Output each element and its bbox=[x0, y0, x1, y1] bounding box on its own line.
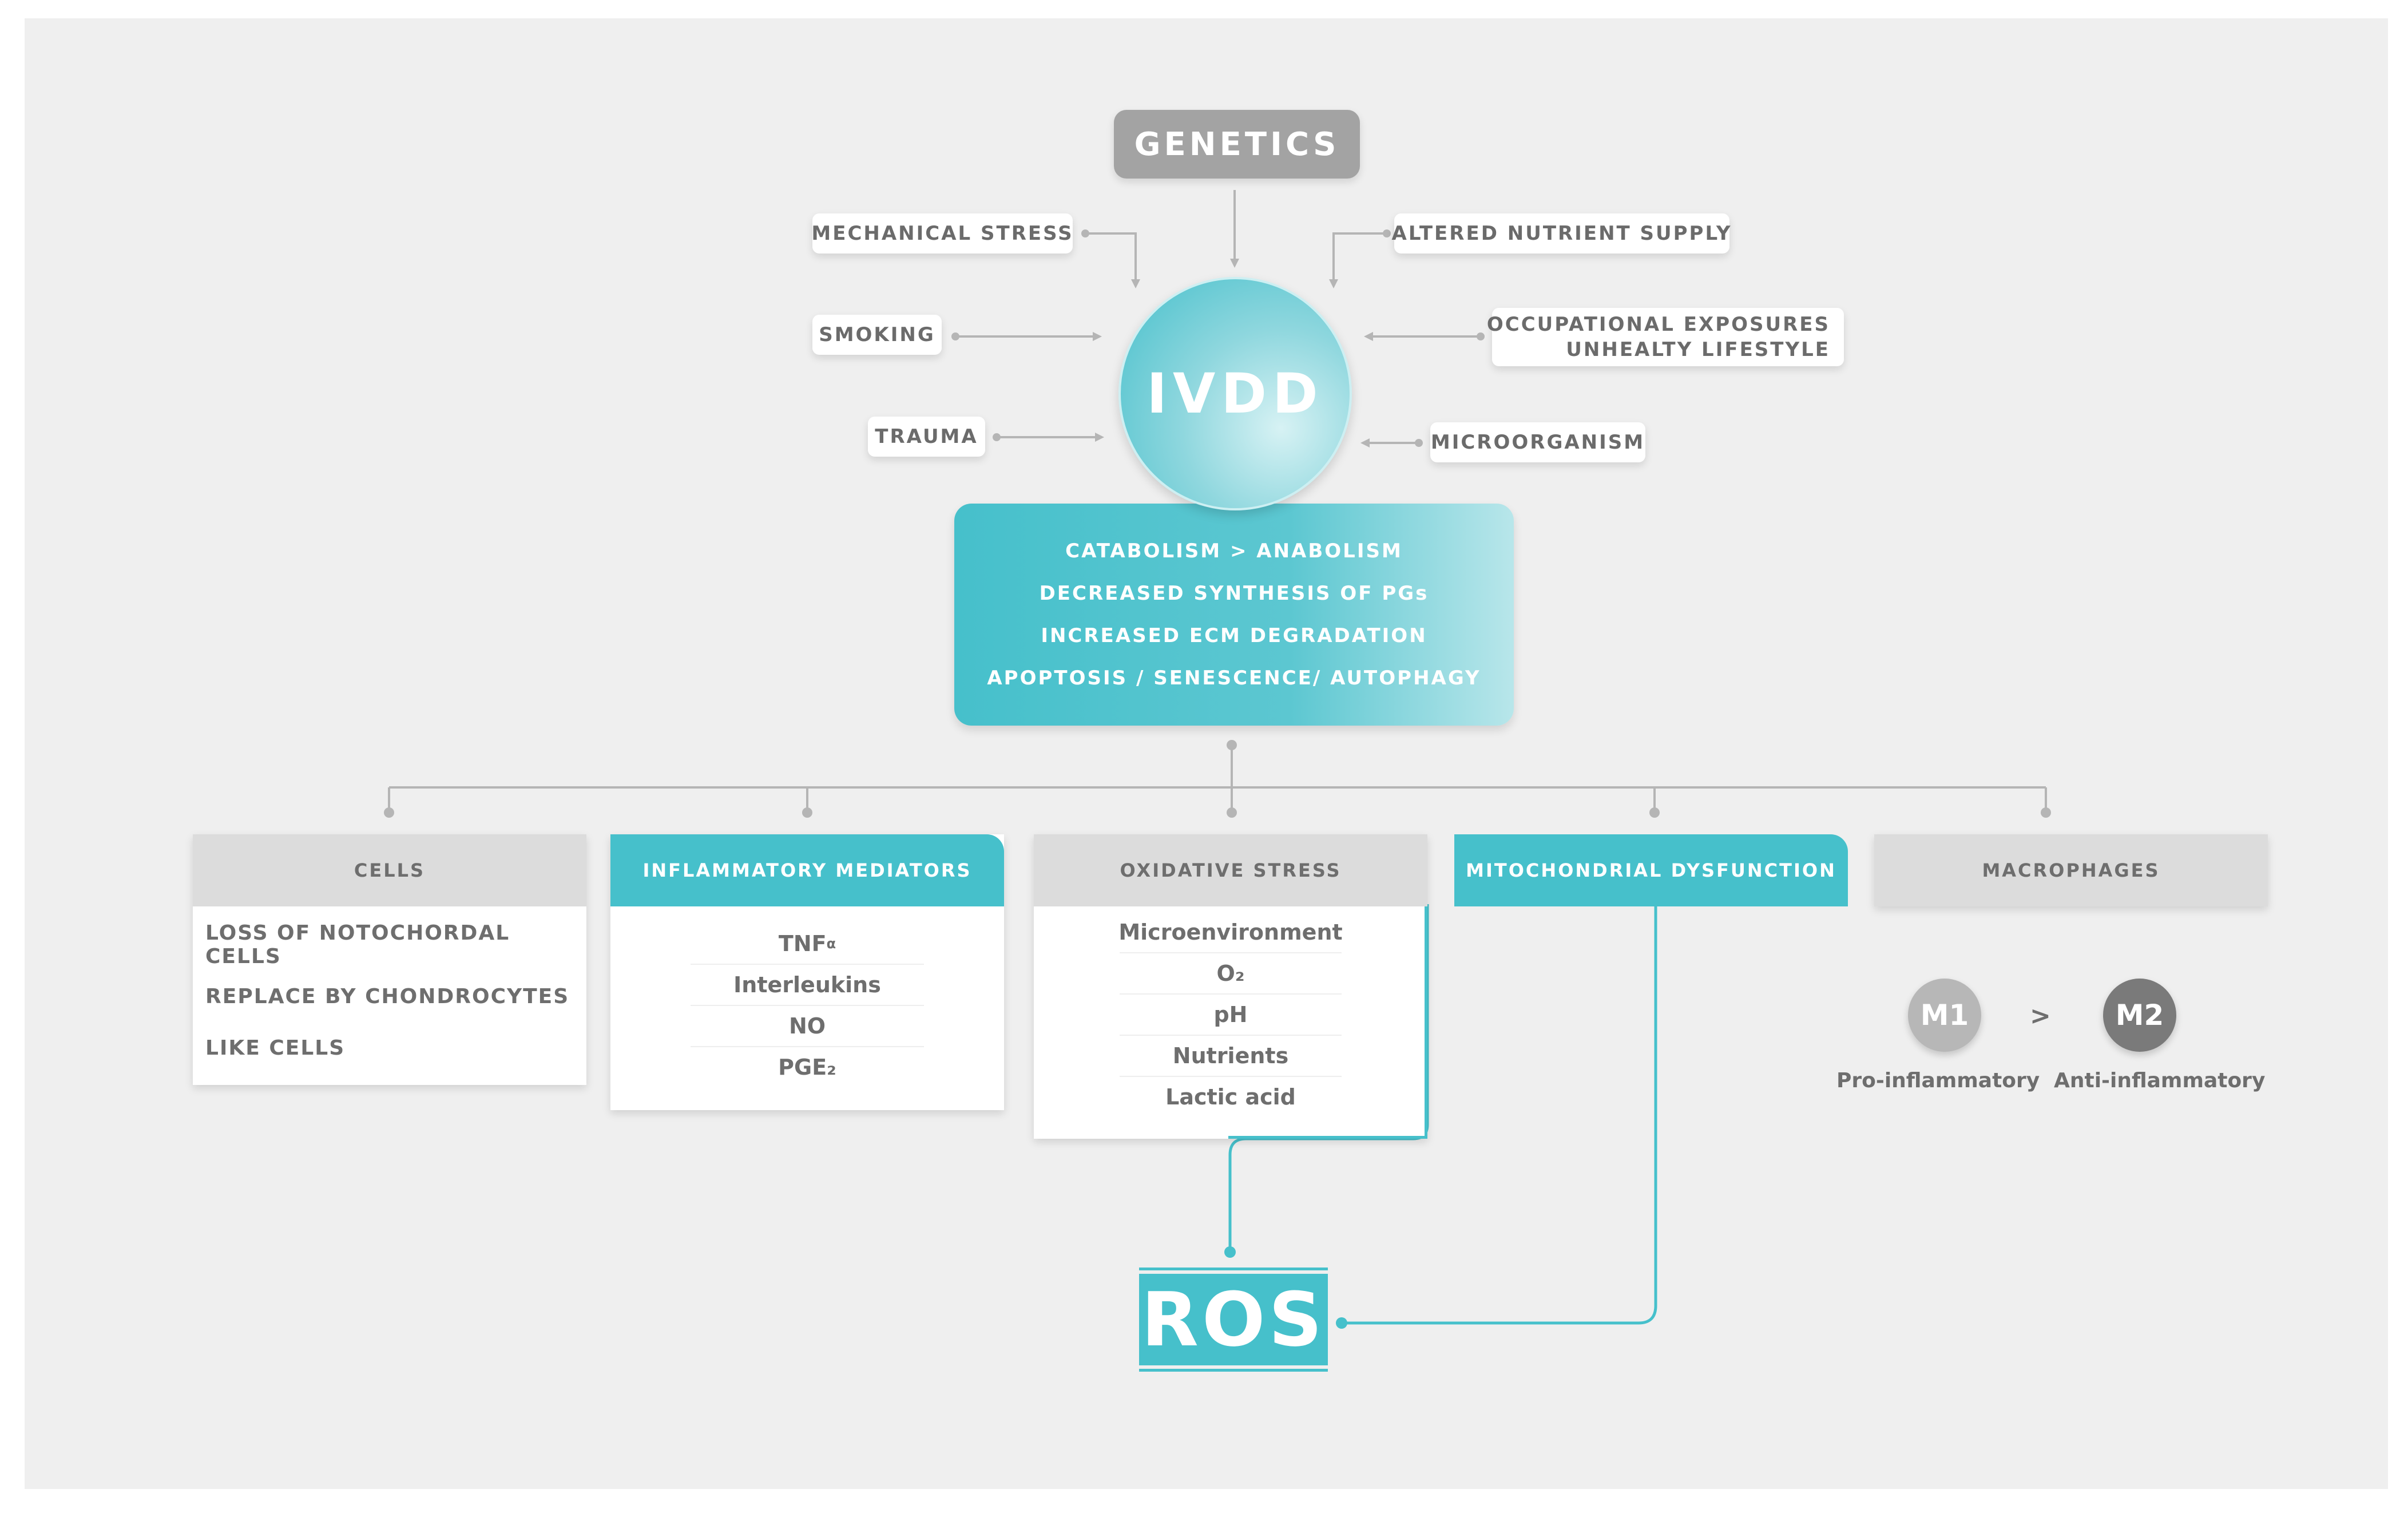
pro-inflammatory-label: Pro-inflammatory bbox=[1836, 1069, 2040, 1092]
mechanical-stress-label: MECHANICAL STRESS bbox=[811, 213, 1073, 254]
unhealthy-lifestyle-text: UNHEALTY LIFESTYLE bbox=[1566, 338, 1830, 361]
mechanism-item: INCREASED ECM DEGRADATION bbox=[1041, 624, 1427, 647]
macrophages-header: MACROPHAGES bbox=[1874, 834, 2268, 906]
oxidative-stress-box: OXIDATIVE STRESS Microenvironment O₂ pH … bbox=[1034, 834, 1427, 1139]
diagram-canvas bbox=[25, 18, 2388, 1489]
oxidative-item: Lactic acid bbox=[1165, 1084, 1296, 1110]
cells-box: CELLS LOSS OF NOTOCHORDAL CELLS REPLACE … bbox=[193, 834, 586, 1085]
ivdd-circle: IVDD bbox=[1118, 277, 1352, 510]
ros-top-rule bbox=[1139, 1268, 1328, 1270]
inflammatory-item: PGE₂ bbox=[778, 1055, 836, 1080]
mitochondrial-dysfunction-header: MITOCHONDRIAL DYSFUNCTION bbox=[1454, 834, 1848, 906]
inflammatory-item: Interleukins bbox=[691, 965, 924, 1006]
mechanism-item: DECREASED SYNTHESIS OF PGs bbox=[1039, 582, 1429, 605]
microorganism-label: MICROORGANISM bbox=[1430, 422, 1645, 462]
cells-item: LIKE CELLS bbox=[205, 1036, 346, 1060]
oxidative-bottom-border bbox=[1228, 1136, 1427, 1139]
mitochondrial-to-ros-line bbox=[1342, 904, 1657, 1325]
mechanism-item: CATABOLISM > ANABOLISM bbox=[1065, 540, 1403, 563]
mechanical-stress-arrow bbox=[1085, 232, 1137, 282]
oxidative-item: pH bbox=[1120, 995, 1342, 1036]
oxidative-stress-header: OXIDATIVE STRESS bbox=[1034, 834, 1427, 906]
m1-greater-than-m2: > bbox=[2030, 1001, 2051, 1031]
inflammatory-mediators-header: INFLAMMATORY MEDIATORS bbox=[610, 834, 1004, 906]
anti-inflammatory-label: Anti-inflammatory bbox=[2054, 1069, 2266, 1092]
altered-nutrient-supply-label: ALTERED NUTRIENT SUPPLY bbox=[1392, 213, 1730, 254]
genetics-box: GENETICS bbox=[1114, 110, 1360, 179]
cells-header: CELLS bbox=[193, 834, 586, 906]
altered-nutrient-arrow bbox=[1332, 232, 1387, 282]
m2-circle: M2 bbox=[2103, 979, 2176, 1052]
macrophages-box: MACROPHAGES bbox=[1874, 834, 2268, 906]
oxidative-side-border bbox=[1425, 906, 1427, 1139]
smoking-label: SMOKING bbox=[812, 315, 942, 355]
cells-item: REPLACE BY CHONDROCYTES bbox=[205, 984, 570, 1008]
oxidative-item: O₂ bbox=[1120, 953, 1342, 995]
occupational-lifestyle-label: OCCUPATIONAL EXPOSURES UNHEALTY LIFESTYL… bbox=[1487, 308, 1844, 366]
mechanisms-box: CATABOLISM > ANABOLISM DECREASED SYNTHES… bbox=[954, 504, 1514, 726]
m1-circle: M1 bbox=[1908, 979, 1981, 1052]
trauma-label: TRAUMA bbox=[868, 417, 985, 457]
oxidative-item: Nutrients bbox=[1120, 1036, 1342, 1077]
oxidative-item: Microenvironment bbox=[1118, 912, 1343, 953]
ros-bottom-rule bbox=[1139, 1369, 1328, 1372]
occupational-exposures-text: OCCUPATIONAL EXPOSURES bbox=[1486, 313, 1830, 336]
mechanism-item: APOPTOSIS / SENESCENCE/ AUTOPHAGY bbox=[987, 667, 1481, 690]
mitochondrial-dysfunction-box: MITOCHONDRIAL DYSFUNCTION bbox=[1454, 834, 1848, 906]
cells-item: LOSS OF NOTOCHORDAL CELLS bbox=[205, 921, 510, 968]
inflammatory-item: NO bbox=[691, 1006, 924, 1047]
ros-box: ROS bbox=[1139, 1274, 1328, 1365]
